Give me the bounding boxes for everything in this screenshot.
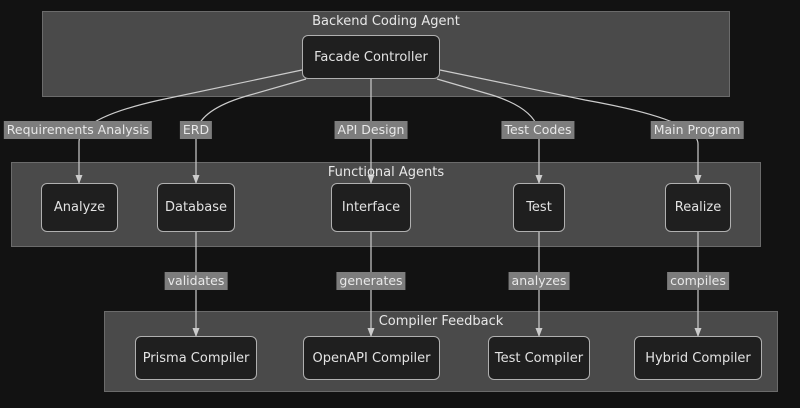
node-realize[interactable]: Realize xyxy=(665,183,731,232)
node-openapi-compiler[interactable]: OpenAPI Compiler xyxy=(303,336,440,380)
subgraph-backend-coding-agent-title: Backend Coding Agent xyxy=(312,14,460,29)
node-prisma-compiler[interactable]: Prisma Compiler xyxy=(135,336,257,380)
edge-label-erd: ERD xyxy=(179,121,213,139)
node-test-compiler[interactable]: Test Compiler xyxy=(488,336,590,380)
node-test[interactable]: Test xyxy=(513,183,565,232)
node-analyze[interactable]: Analyze xyxy=(41,183,118,232)
edge-label-generates: generates xyxy=(336,272,406,290)
subgraph-functional-agents-title: Functional Agents xyxy=(327,165,445,180)
edge-label-analyzes: analyzes xyxy=(508,272,570,290)
edge-label-test-codes: Test Codes xyxy=(501,121,575,139)
node-interface[interactable]: Interface xyxy=(331,183,411,232)
edge-label-api-design: API Design xyxy=(334,121,408,139)
node-facade-controller[interactable]: Facade Controller xyxy=(302,35,440,79)
node-database[interactable]: Database xyxy=(157,183,235,232)
edge-label-compiles: compiles xyxy=(667,272,729,290)
edge-label-requirements-analysis: Requirements Analysis xyxy=(3,121,153,139)
edge-label-validates: validates xyxy=(164,272,228,290)
edge-label-main-program: Main Program xyxy=(650,121,744,139)
subgraph-compiler-feedback-title: Compiler Feedback xyxy=(378,314,504,329)
node-hybrid-compiler[interactable]: Hybrid Compiler xyxy=(634,336,762,380)
